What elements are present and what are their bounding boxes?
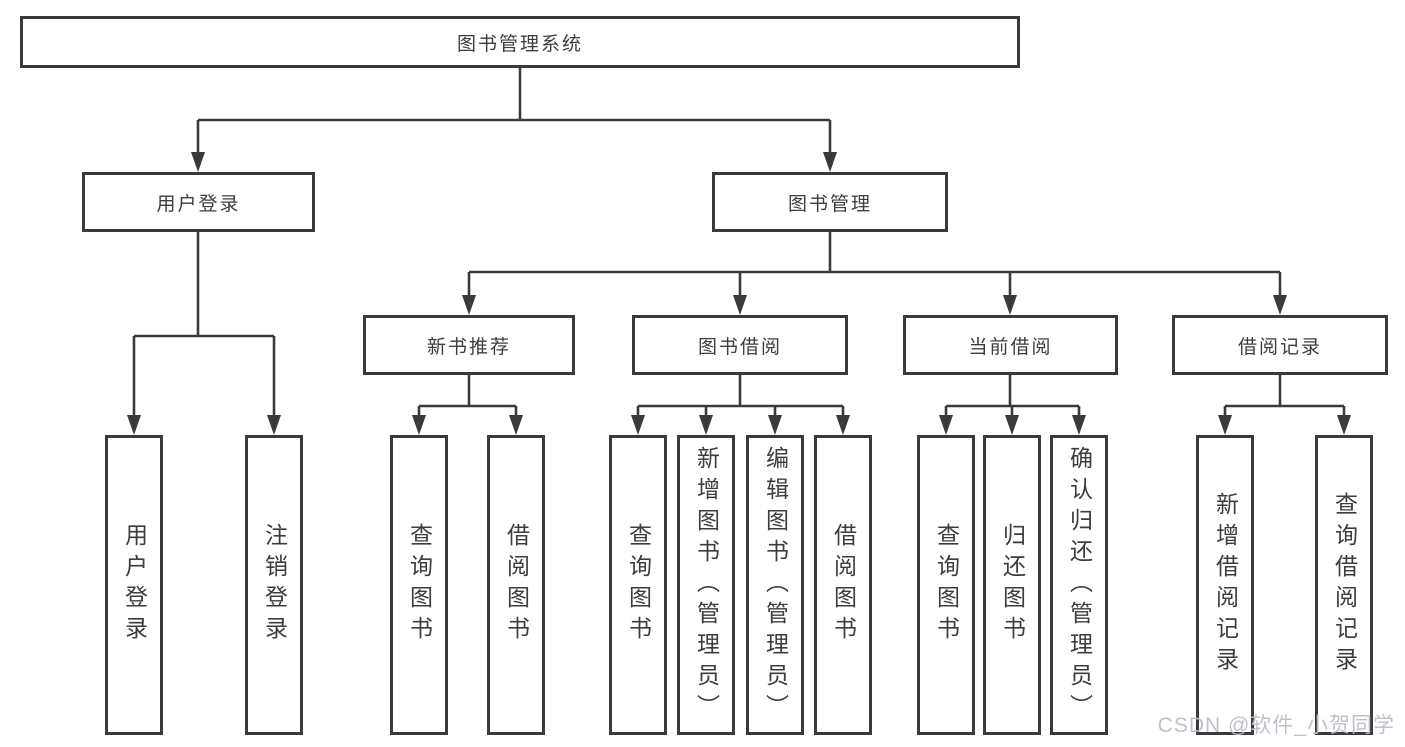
node-leaf-query-book-2: 查询图书	[609, 435, 667, 735]
node-new-book-rec: 新书推荐	[363, 315, 575, 375]
node-book-borrow: 图书借阅	[632, 315, 848, 375]
node-leaf-query-record: 查询借阅记录	[1315, 435, 1373, 735]
edge-root-to-level2	[191, 68, 837, 172]
node-leaf-logout: 注销登录	[245, 435, 303, 735]
node-current-borrow: 当前借阅	[903, 315, 1118, 375]
edge-book-mgmt-to-level3	[462, 232, 1287, 315]
edge-current-borrow-to-leaves	[939, 375, 1086, 435]
edge-new-book-rec-to-leaves	[412, 375, 523, 435]
node-leaf-add-book: 新增图书（管理员）	[677, 435, 735, 735]
node-book-mgmt-group: 图书管理	[712, 172, 948, 232]
node-leaf-borrow-book-2: 借阅图书	[814, 435, 872, 735]
node-leaf-borrow-book-1: 借阅图书	[487, 435, 545, 735]
node-user-login-group: 用户登录	[82, 172, 315, 232]
node-leaf-return-book: 归还图书	[983, 435, 1041, 735]
edge-book-borrow-to-leaves	[631, 375, 850, 435]
node-leaf-query-book-1: 查询图书	[390, 435, 448, 735]
node-leaf-user-login: 用户登录	[105, 435, 163, 735]
node-leaf-query-book-3: 查询图书	[917, 435, 975, 735]
node-leaf-confirm-return: 确认归还（管理员）	[1050, 435, 1108, 735]
edge-borrow-records-to-leaves	[1218, 375, 1351, 435]
edge-user-login-to-leaves	[127, 232, 281, 435]
csdn-watermark: CSDN @软件_小贺同学	[1157, 714, 1395, 737]
node-leaf-add-record: 新增借阅记录	[1196, 435, 1254, 735]
node-borrow-records: 借阅记录	[1172, 315, 1388, 375]
node-root: 图书管理系统	[20, 16, 1020, 68]
node-leaf-edit-book: 编辑图书（管理员）	[746, 435, 804, 735]
